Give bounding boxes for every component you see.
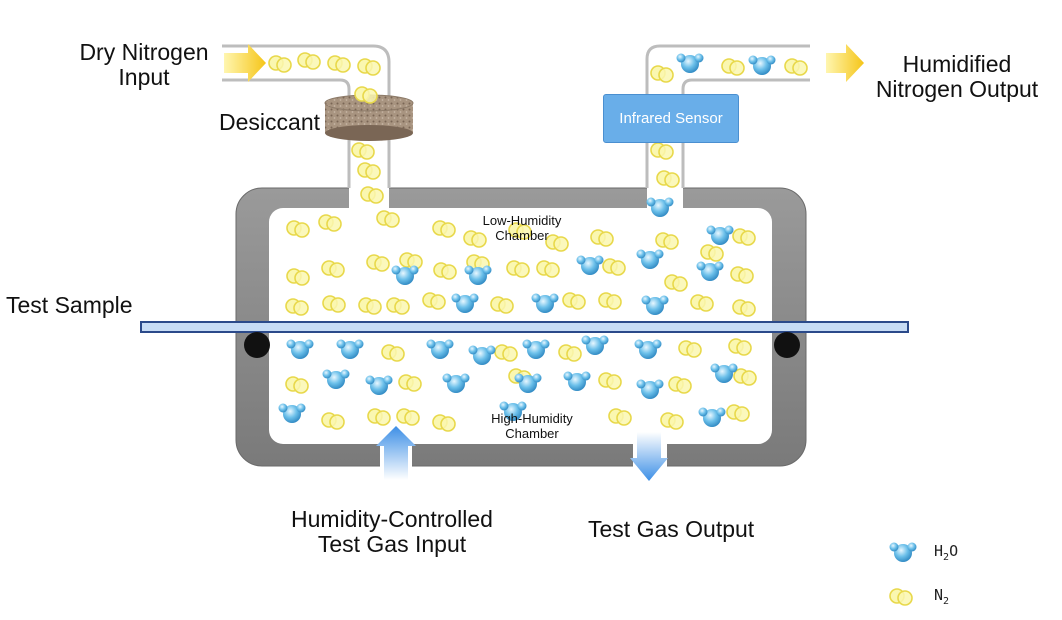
nitrogen-molecule bbox=[381, 344, 405, 362]
nitrogen-molecule bbox=[358, 297, 382, 315]
nitrogen-molecule bbox=[490, 296, 514, 314]
nitrogen-molecule bbox=[318, 214, 342, 232]
humidity-controlled-input-label: Humidity-Controlled Test Gas Input bbox=[291, 506, 493, 558]
water-molecule bbox=[676, 53, 704, 73]
nitrogen-molecule bbox=[598, 372, 622, 390]
nitrogen-molecule bbox=[354, 86, 378, 104]
nitrogen-molecule bbox=[422, 292, 446, 310]
nitrogen-molecule bbox=[784, 58, 808, 76]
nitrogen-molecule bbox=[351, 142, 375, 160]
gas-output-arrow bbox=[630, 432, 668, 481]
inlet-tube bbox=[222, 44, 391, 188]
nitrogen-molecule bbox=[664, 274, 688, 292]
nitrogen-molecule bbox=[268, 55, 292, 73]
nitrogen-molecule bbox=[678, 340, 702, 358]
nitrogen-molecule bbox=[650, 65, 674, 83]
nitrogen-molecule bbox=[386, 297, 410, 315]
nitrogen-molecule bbox=[321, 412, 345, 430]
nitrogen-molecule bbox=[590, 229, 614, 247]
nitrogen-molecule bbox=[433, 262, 457, 280]
input-flow-arrow bbox=[224, 44, 266, 82]
seal-right bbox=[774, 332, 800, 358]
water-molecule bbox=[748, 55, 776, 75]
legend-water-icon bbox=[889, 542, 917, 562]
infrared-sensor: Infrared Sensor bbox=[603, 94, 739, 143]
nitrogen-molecule bbox=[327, 55, 351, 73]
outlet-tube bbox=[645, 44, 810, 188]
nitrogen-molecule bbox=[562, 292, 586, 310]
nitrogen-molecule bbox=[608, 408, 632, 426]
nitrogen-molecule bbox=[357, 58, 381, 76]
nitrogen-molecule bbox=[660, 412, 684, 430]
nitrogen-molecule bbox=[602, 258, 626, 276]
nitrogen-molecule bbox=[721, 58, 745, 76]
nitrogen-molecule bbox=[655, 232, 679, 250]
nitrogen-molecule bbox=[376, 210, 400, 228]
nitrogen-molecule bbox=[656, 170, 680, 188]
low-humidity-chamber-label: Low-Humidity Chamber bbox=[482, 213, 562, 243]
nitrogen-molecule bbox=[690, 294, 714, 312]
output-flow-arrow bbox=[826, 44, 864, 82]
nitrogen-molecule bbox=[322, 295, 346, 313]
nitrogen-molecule bbox=[650, 142, 674, 160]
legend-nitrogen-icon bbox=[889, 588, 913, 606]
nitrogen-molecule bbox=[558, 344, 582, 362]
nitrogen-molecule bbox=[598, 292, 622, 310]
nitrogen-molecule bbox=[733, 368, 757, 386]
nitrogen-molecule bbox=[357, 162, 381, 180]
desiccant-disk bbox=[324, 94, 414, 141]
nitrogen-molecule bbox=[367, 408, 391, 426]
nitrogen-molecule bbox=[297, 52, 321, 70]
nitrogen-molecule bbox=[730, 266, 754, 284]
nitrogen-molecule bbox=[726, 404, 750, 422]
test-gas-output-label: Test Gas Output bbox=[588, 516, 755, 542]
humidified-nitrogen-output-label: Humidified Nitrogen Output bbox=[875, 51, 1039, 103]
desiccant-label: Desiccant bbox=[219, 109, 320, 135]
gas-input-arrow bbox=[376, 426, 416, 480]
high-humidity-chamber-label: High-Humidity Chamber bbox=[491, 411, 573, 441]
nitrogen-molecule bbox=[285, 376, 309, 394]
nitrogen-molecule bbox=[494, 344, 518, 362]
nitrogen-molecule bbox=[432, 414, 456, 432]
test-sample-label: Test Sample bbox=[6, 292, 133, 318]
nitrogen-molecule bbox=[366, 254, 390, 272]
nitrogen-molecule bbox=[732, 299, 756, 317]
nitrogen-molecule bbox=[728, 338, 752, 356]
test-sample-membrane bbox=[140, 321, 909, 333]
nitrogen-molecule bbox=[536, 260, 560, 278]
seal-left bbox=[244, 332, 270, 358]
nitrogen-molecule bbox=[398, 374, 422, 392]
nitrogen-molecule bbox=[286, 220, 310, 238]
nitrogen-molecule bbox=[506, 260, 530, 278]
nitrogen-molecule bbox=[700, 244, 724, 262]
nitrogen-molecule bbox=[321, 260, 345, 278]
nitrogen-molecule bbox=[399, 252, 423, 270]
legend-water-label: H2O bbox=[934, 542, 959, 563]
nitrogen-molecule bbox=[732, 228, 756, 246]
nitrogen-molecule bbox=[285, 298, 309, 316]
nitrogen-molecule bbox=[668, 376, 692, 394]
nitrogen-molecule bbox=[396, 408, 420, 426]
dry-nitrogen-input-label: Dry Nitrogen Input bbox=[79, 39, 209, 91]
nitrogen-molecule bbox=[286, 268, 310, 286]
nitrogen-molecule bbox=[360, 186, 384, 204]
legend-nitrogen-label: N2 bbox=[934, 586, 950, 607]
